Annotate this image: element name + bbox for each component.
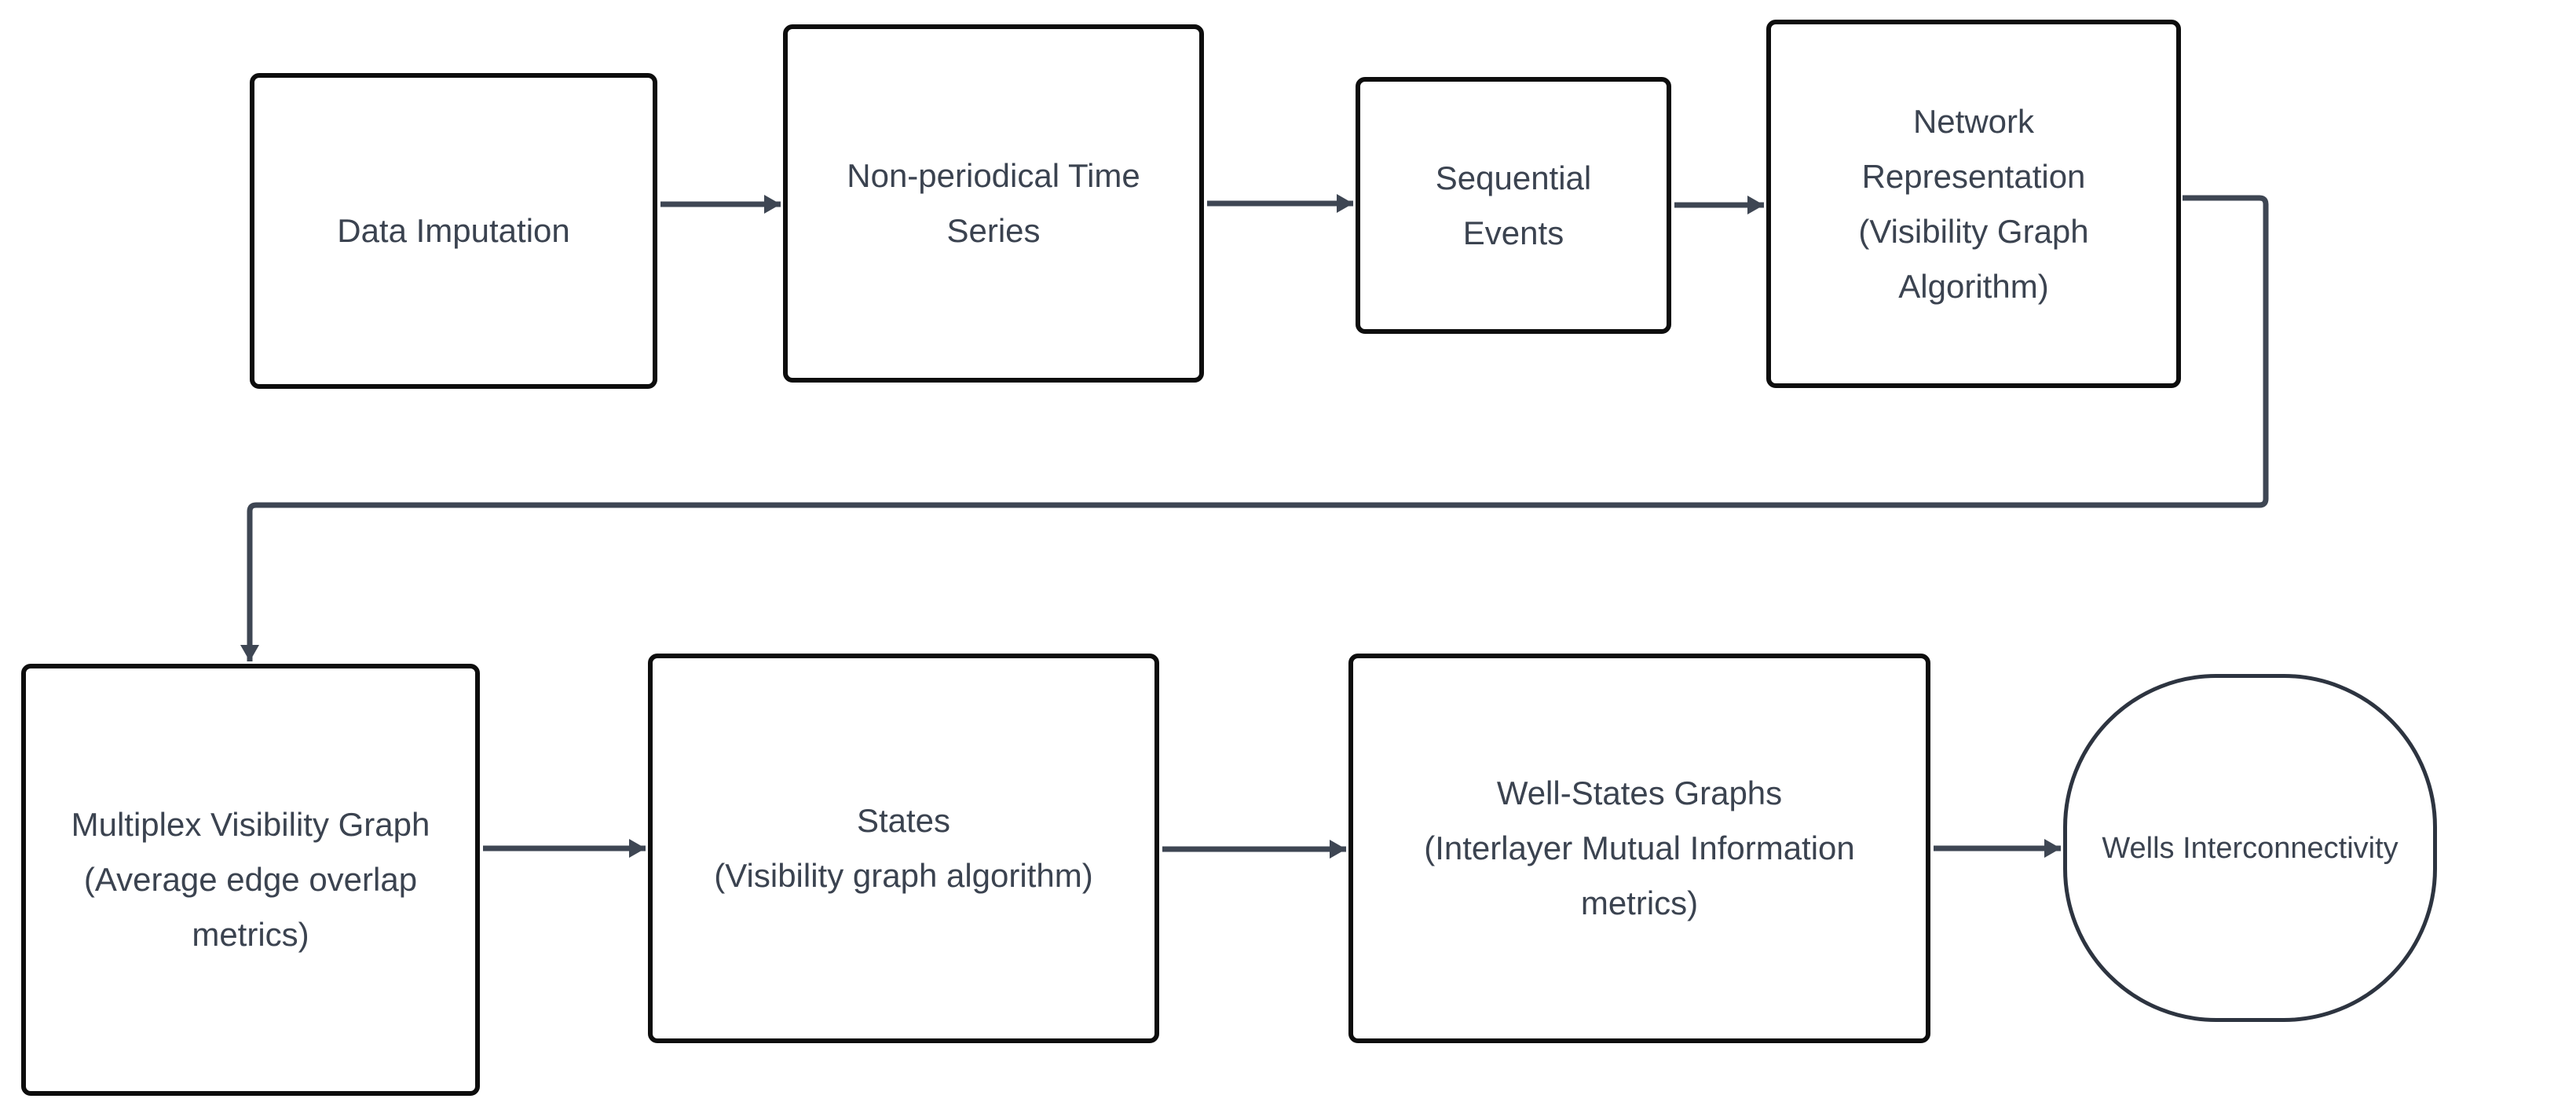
node-multiplex-visibility-graph: Multiplex Visibility Graph (Average edge…: [21, 664, 480, 1096]
node-states: States (Visibility graph algorithm): [648, 654, 1159, 1043]
node-data-imputation: Data Imputation: [250, 73, 657, 389]
connector-network-representation-to-multiplex-elbow: [240, 195, 2269, 661]
node-sequential-events: Sequential Events: [1356, 77, 1671, 334]
node-non-periodical-time-series: Non-periodical Time Series: [783, 24, 1204, 383]
node-wells-interconnectivity: Wells Interconnectivity: [2063, 674, 2437, 1022]
node-network-representation: Network Representation (Visibility Graph…: [1766, 20, 2181, 388]
node-well-states-graphs: Well-States Graphs (Interlayer Mutual In…: [1348, 654, 1930, 1043]
